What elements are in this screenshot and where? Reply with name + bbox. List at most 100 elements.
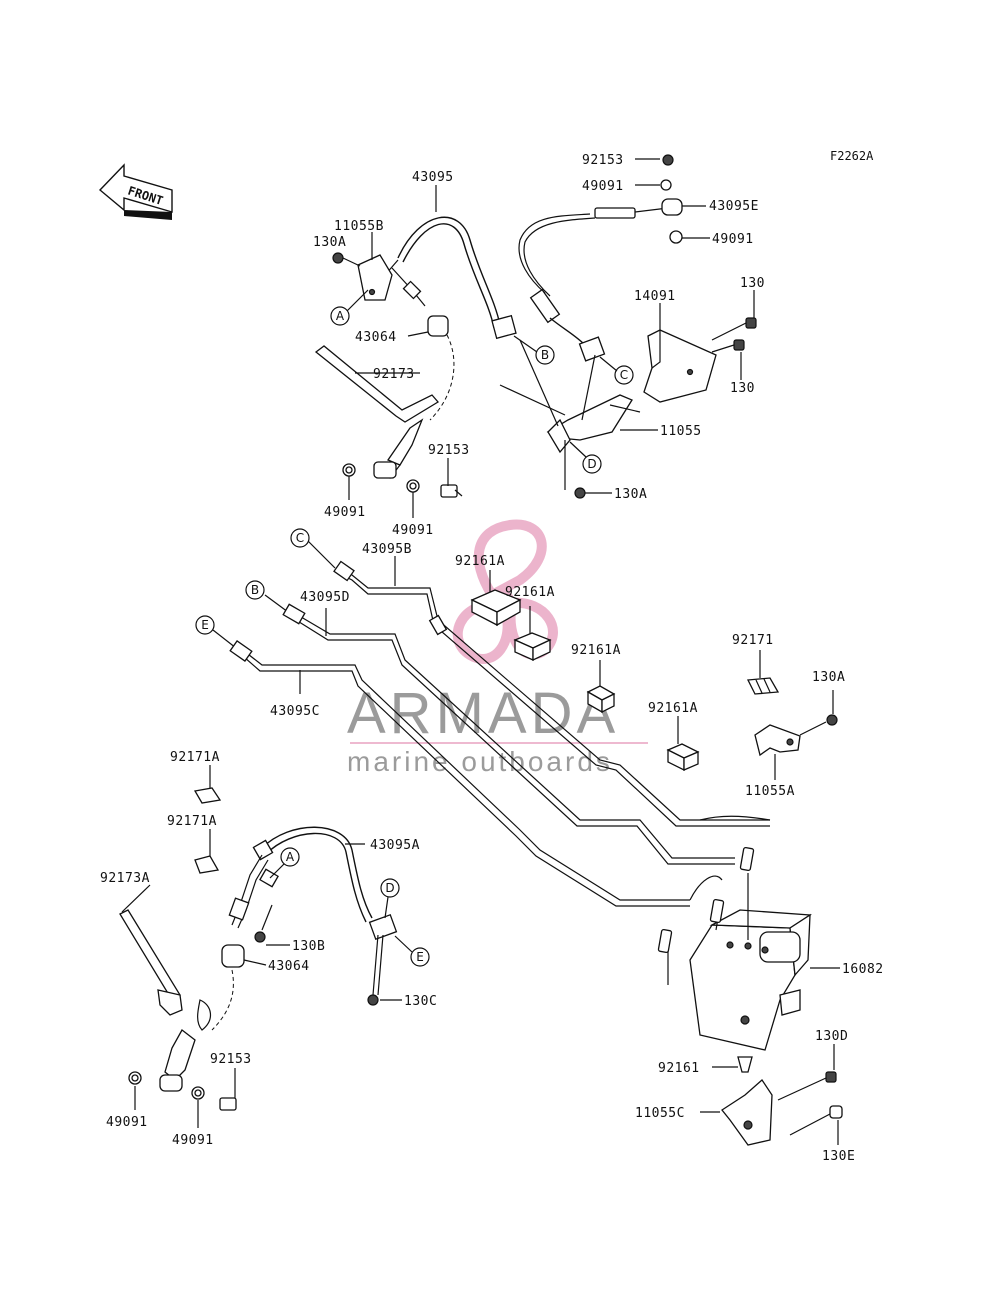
label-43095B: 43095B bbox=[362, 542, 412, 557]
label-43064: 43064 bbox=[355, 330, 397, 345]
label-11055B: 11055B bbox=[334, 219, 384, 234]
label-16082: 16082 bbox=[842, 962, 884, 977]
label-92171: 92171 bbox=[732, 633, 774, 648]
svg-text:B: B bbox=[251, 583, 259, 597]
hose-fittings-abs bbox=[657, 815, 771, 954]
fittings-top-right bbox=[660, 154, 683, 244]
clip-92161A-4 bbox=[666, 743, 700, 772]
svg-text:A: A bbox=[286, 850, 295, 864]
label-92161: 92161 bbox=[658, 1061, 700, 1076]
label-92161A: 92161A bbox=[571, 643, 621, 658]
callout-A-top: A bbox=[330, 289, 369, 326]
brake-line-43095C bbox=[212, 629, 690, 907]
label-43064: 43064 bbox=[268, 959, 310, 974]
svg-text:D: D bbox=[587, 457, 596, 471]
clips-92171A bbox=[193, 765, 222, 874]
label-11055A: 11055A bbox=[745, 784, 795, 799]
label-43095C: 43095C bbox=[270, 704, 320, 719]
banjo-fitting-bottom bbox=[128, 1071, 237, 1111]
label-92171A: 92171A bbox=[170, 750, 220, 765]
bracket-11055B bbox=[357, 254, 393, 301]
callout-E-bottom: E bbox=[394, 935, 430, 967]
label-130B: 130B bbox=[292, 939, 325, 954]
callout-B-line: B bbox=[245, 580, 265, 600]
callout-B-top: B bbox=[513, 335, 555, 365]
callout-A-bottom: A bbox=[269, 847, 300, 879]
label-92161A: 92161A bbox=[505, 585, 555, 600]
label-43095D: 43095D bbox=[300, 590, 350, 605]
grommet-43064-bottom bbox=[211, 944, 245, 1031]
callout-C-line: C bbox=[290, 528, 310, 548]
bolts-130 bbox=[711, 317, 757, 353]
hose-43095A bbox=[228, 826, 398, 1006]
svg-text:E: E bbox=[201, 618, 209, 632]
label-11055: 11055 bbox=[660, 424, 702, 439]
label-92153: 92153 bbox=[428, 443, 470, 458]
label-130D: 130D bbox=[815, 1029, 848, 1044]
diagram-code: F2262A bbox=[830, 149, 874, 163]
bolt-130A-mid bbox=[574, 487, 586, 499]
label-49091: 49091 bbox=[324, 505, 366, 520]
label-130C: 130C bbox=[404, 994, 437, 1009]
label-11055C: 11055C bbox=[635, 1106, 685, 1121]
cover-14091 bbox=[643, 329, 717, 403]
hose-43095 bbox=[384, 216, 517, 340]
label-92171A: 92171A bbox=[167, 814, 217, 829]
clamp-92173A bbox=[119, 909, 211, 1081]
label-49091: 49091 bbox=[712, 232, 754, 247]
grommet-92161 bbox=[712, 1056, 753, 1073]
svg-text:C: C bbox=[620, 368, 628, 382]
part-number-labels: 92153 49091 43095E 49091 43095 11055B 13… bbox=[100, 153, 884, 1164]
svg-text:A: A bbox=[336, 309, 345, 323]
label-92153: 92153 bbox=[210, 1052, 252, 1067]
label-130A: 130A bbox=[812, 670, 845, 685]
top-leader-lines bbox=[348, 158, 755, 518]
label-92173A: 92173A bbox=[100, 871, 150, 886]
clip-92161A-1 bbox=[470, 589, 522, 627]
callout-D-bottom: D bbox=[380, 878, 400, 919]
label-49091: 49091 bbox=[106, 1115, 148, 1130]
svg-text:B: B bbox=[541, 348, 549, 362]
front-direction-arrow: FRONT bbox=[98, 163, 173, 220]
clip-92161A-3 bbox=[586, 685, 616, 714]
banjo-fitting-mid bbox=[342, 461, 463, 498]
bracket-11055C bbox=[700, 1079, 773, 1146]
label-49091: 49091 bbox=[582, 179, 624, 194]
callout-C-top: C bbox=[599, 356, 634, 385]
label-92161A: 92161A bbox=[455, 554, 505, 569]
label-130: 130 bbox=[740, 276, 765, 291]
svg-text:E: E bbox=[416, 950, 424, 964]
callout-D-top: D bbox=[569, 441, 602, 474]
label-49091: 49091 bbox=[172, 1133, 214, 1148]
label-130A: 130A bbox=[313, 235, 346, 250]
label-49091: 49091 bbox=[392, 523, 434, 538]
label-130: 130 bbox=[730, 381, 755, 396]
abs-unit-16082 bbox=[667, 873, 840, 1051]
clip-92161A-2 bbox=[513, 632, 552, 662]
label-130A: 130A bbox=[614, 487, 647, 502]
callout-E-line: E bbox=[195, 615, 215, 635]
bracket-11055 bbox=[499, 339, 641, 490]
label-130E: 130E bbox=[822, 1149, 855, 1164]
svg-text:C: C bbox=[296, 531, 304, 545]
watermark-tagline: marine outboards bbox=[347, 746, 613, 777]
label-43095: 43095 bbox=[412, 170, 454, 185]
label-43095A: 43095A bbox=[370, 838, 420, 853]
brake-line-43095B bbox=[306, 539, 770, 827]
middle-leader-lines bbox=[299, 556, 679, 744]
bolts-130D-130E bbox=[777, 1044, 843, 1145]
svg-text:D: D bbox=[385, 881, 394, 895]
bolt-130B bbox=[254, 904, 273, 943]
bracket-11055A bbox=[754, 690, 838, 780]
grommet-43064-top bbox=[427, 315, 455, 421]
brake-line-43095E bbox=[518, 207, 669, 362]
brake-line-43095D bbox=[264, 594, 735, 865]
clip-92171 bbox=[746, 650, 780, 695]
label-92153: 92153 bbox=[582, 153, 624, 168]
label-92173: 92173 bbox=[373, 367, 415, 382]
label-14091: 14091 bbox=[634, 289, 676, 304]
label-43095E: 43095E bbox=[709, 199, 759, 214]
lower-leader-lines bbox=[121, 843, 402, 1128]
